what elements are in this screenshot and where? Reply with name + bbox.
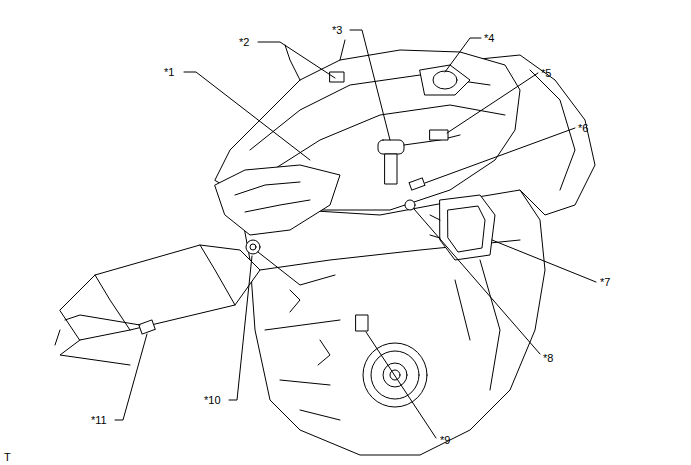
callout-number: *9	[440, 434, 450, 446]
callout-number: *2	[239, 36, 249, 48]
callout-number: *10	[204, 394, 221, 406]
callout-number: *7	[600, 276, 610, 288]
figure-code: T	[4, 451, 11, 463]
callout-number: *5	[541, 67, 551, 79]
callout-number: *8	[543, 352, 553, 364]
callout-number: *6	[578, 122, 588, 134]
callout-number: *3	[332, 24, 342, 36]
callout-number: *11	[91, 414, 107, 426]
callout-number: *1	[164, 66, 174, 78]
callout-number: *4	[484, 32, 494, 44]
